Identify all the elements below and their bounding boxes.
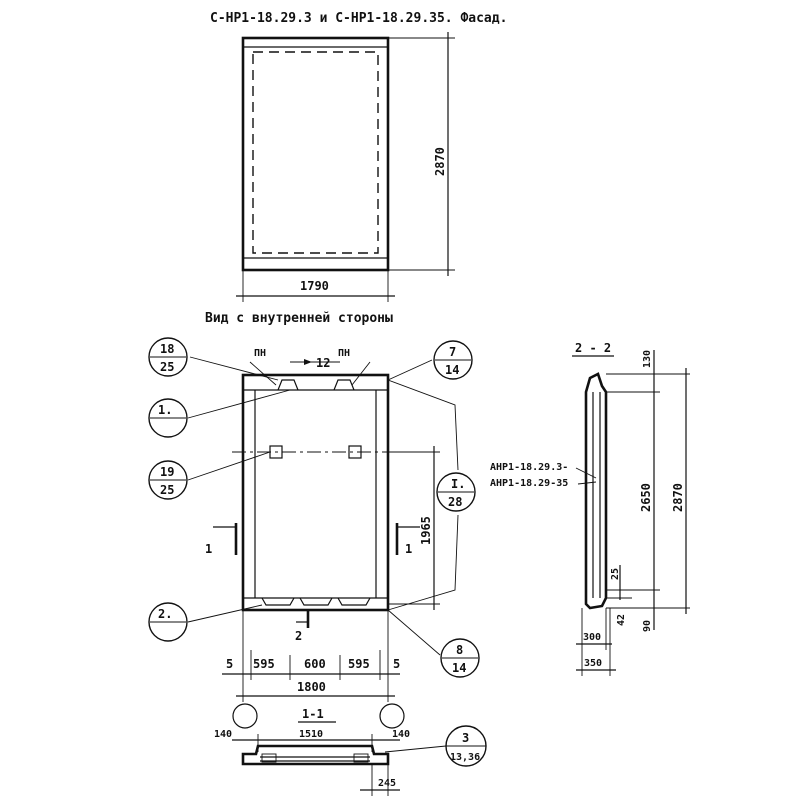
callout-18-25: 18 25: [148, 337, 279, 381]
dim-2650: 2650: [639, 483, 653, 512]
dim-42: 42: [616, 614, 627, 626]
inner-view-title: Вид с внутренней стороны: [205, 311, 393, 326]
cut-1-right: 1: [405, 542, 412, 556]
section-11-title: 1-1: [302, 707, 324, 721]
dim-25: 25: [610, 568, 621, 580]
dim-350: 350: [584, 658, 602, 669]
dim-1510: 1510: [299, 729, 323, 740]
callout-top: 2.: [158, 607, 172, 621]
callout-top: I.: [451, 477, 465, 491]
callout-bottom: 14: [445, 363, 459, 377]
callout-7-14: 7 14: [387, 340, 473, 381]
hole-left: [232, 703, 258, 729]
callout-top: 19: [160, 465, 174, 479]
section-1-1: 1-1 140 1510 140 245: [214, 703, 410, 796]
pn-label-left: ПН: [254, 348, 266, 359]
callout-2: 2.: [148, 602, 263, 642]
dim-595-right: 595: [348, 657, 370, 671]
dim-5-left: 5: [226, 657, 233, 671]
facade-width-dim: 1790: [300, 279, 329, 293]
dim-245: 245: [378, 778, 396, 789]
dim-5-right: 5: [393, 657, 400, 671]
dim-2870: 2870: [671, 483, 685, 512]
dim-140-left: 140: [214, 729, 232, 740]
section-2-2: 2 - 2 АНР1-18.29.3- АНР1-18.29-35 130 26…: [490, 341, 690, 676]
facade-view: 2870 1790: [236, 32, 455, 302]
dim-600: 600: [304, 657, 326, 671]
hole-right: [379, 703, 405, 729]
pn-spacing-dim: 12: [316, 356, 330, 370]
dim-90: 90: [642, 620, 653, 632]
dim-130: 130: [642, 350, 653, 368]
callout-top: 8: [456, 643, 463, 657]
cut-1-left: 1: [205, 542, 212, 556]
dim-300: 300: [583, 632, 601, 643]
section-22-title: 2 - 2: [575, 341, 611, 355]
callout-8-14: 8 14: [387, 609, 480, 678]
dim-1800: 1800: [297, 680, 326, 694]
facade-title: С-НР1-18.29.3 и С-НР1-18.29.35. Фасад.: [210, 11, 507, 26]
dim-595-left: 595: [253, 657, 275, 671]
anchor-label-1: АНР1-18.29.3-: [490, 462, 568, 473]
callout-3-1336: 3 13,36: [384, 725, 487, 767]
dim-140-right: 140: [392, 729, 410, 740]
callout-i-28: I. 28: [387, 379, 476, 611]
facade-height-dim: 2870: [433, 147, 447, 176]
callout-top: 3: [462, 731, 469, 745]
callout-bottom: 25: [160, 483, 174, 497]
callout-19-25: 19 25: [148, 451, 271, 500]
callout-bottom: 25: [160, 360, 174, 374]
anchor-label-2: АНР1-18.29-35: [490, 478, 568, 489]
callout-bottom: 28: [448, 495, 462, 509]
pn-label-right: ПН: [338, 348, 350, 359]
inner-view: ПН ПН 12 1 1 2 1965 5 595 600 595: [205, 348, 440, 702]
callout-bottom: 13,36: [450, 752, 480, 763]
cut-2-label: 2: [295, 629, 302, 643]
dim-1965: 1965: [419, 516, 433, 545]
callout-top: 1.: [158, 403, 172, 417]
callout-top: 18: [160, 342, 174, 356]
callout-top: 7: [449, 345, 456, 359]
callout-bottom: 14: [452, 661, 466, 675]
callout-1: 1.: [148, 389, 291, 438]
